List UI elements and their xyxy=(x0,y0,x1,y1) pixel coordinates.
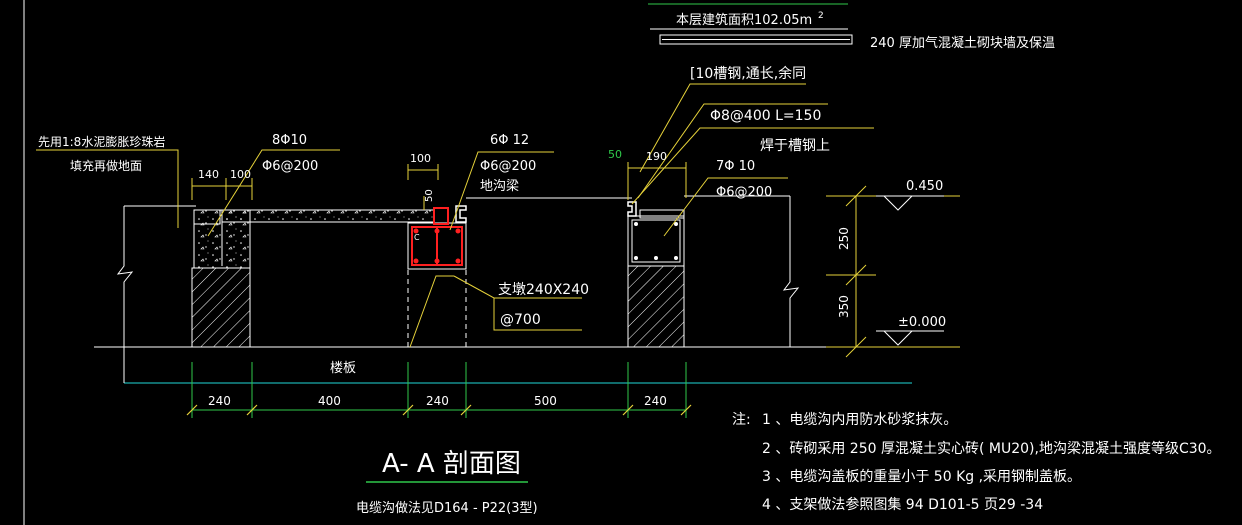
leader-right-rebar xyxy=(663,177,788,237)
note-item: 1 、电缆沟内用防水砂浆抹灰。 xyxy=(762,412,957,428)
left-wall-brick xyxy=(191,267,251,348)
wall-insulation-symbol xyxy=(659,34,853,45)
middle-beam-cap xyxy=(433,207,449,225)
support-spacing-label: @700 xyxy=(500,312,541,328)
dim-100-left: 100 xyxy=(230,168,251,181)
level-marker-zero: ±0.000 xyxy=(876,315,946,346)
right-beam-stirrup xyxy=(631,219,681,263)
note-item: 3 、电缆沟盖板的重量小于 50 Kg ,采用钢制盖板。 xyxy=(762,469,1081,485)
note-item: 2 、砖砌采用 250 厚混凝土实心砖( MU20),地沟梁混凝土强度等级C30… xyxy=(762,440,1221,457)
leader-left-rebar xyxy=(207,149,340,237)
channel-steel-right xyxy=(627,201,637,217)
rebar-left-main: 8Φ10 xyxy=(272,133,307,148)
cover-slab-left xyxy=(221,209,435,223)
beam-name: 地沟梁 xyxy=(480,179,519,194)
support-pier-label: 支墩240X240 xyxy=(498,282,589,298)
bottom-dim-2: 400 xyxy=(318,394,341,408)
general-notes: 注: 1 、电缆沟内用防水砂浆抹灰。 2 、砖砌采用 250 厚混凝土实心砖( … xyxy=(732,412,1221,513)
dim-50-small: 50 xyxy=(424,189,435,202)
note-item: 4 、支架做法参照图集 94 D101-5 页29 -34 xyxy=(762,496,1043,513)
bottom-dimension-ticks xyxy=(186,404,692,416)
leader-mid-rebar xyxy=(449,151,554,231)
channel-steel-left xyxy=(455,205,467,223)
right-beam-outline xyxy=(627,215,685,267)
leader-pier-diag xyxy=(409,275,454,348)
rebar-right-main: 7Φ 10 xyxy=(716,159,755,174)
rebar-dot xyxy=(455,228,461,234)
section-reference: 电缆沟做法见D164 - P22(3型) xyxy=(356,500,538,516)
anchor-bar-label: Φ8@400 L=150 xyxy=(710,108,821,124)
right-beam-cap xyxy=(639,209,685,219)
rebar-dot xyxy=(434,228,440,234)
level-triangle-icon xyxy=(883,330,913,346)
right-wall-brick xyxy=(627,265,685,348)
rebar-mid-stirrup: Φ6@200 xyxy=(480,159,536,174)
rebar-dot xyxy=(634,256,638,260)
v-dim-350: 350 xyxy=(837,295,851,318)
insulation-note: 240 厚加气混凝土砌块墙及保温 xyxy=(870,35,1055,51)
leader-anchor xyxy=(637,103,828,199)
rebar-dot xyxy=(413,228,419,234)
floor-slab: 楼板 xyxy=(94,346,916,384)
area-superscript: 2 xyxy=(818,11,824,21)
vertical-dimensions xyxy=(826,185,876,358)
floor-slab-label: 楼板 xyxy=(330,361,356,376)
v-dim-250: 250 xyxy=(837,227,851,250)
channel-steel-label: [10槽钢,通长,余同 xyxy=(690,65,806,82)
dim-140: 140 xyxy=(198,168,219,181)
rebar-dot xyxy=(654,256,658,260)
level-top-value: 0.450 xyxy=(906,179,943,194)
top-dimensions xyxy=(191,162,687,210)
right-break-line xyxy=(782,196,800,347)
rebar-dot xyxy=(455,258,461,264)
dim-100-mid: 100 xyxy=(410,152,431,165)
level-marker-top: 0.450 xyxy=(876,179,944,211)
weld-note: 焊于槽钢上 xyxy=(760,138,830,154)
leader-support-pier-2 xyxy=(493,298,582,331)
rebar-right-stirrup: Φ6@200 xyxy=(716,185,772,200)
rebar-left-stirrup: Φ6@200 xyxy=(262,159,318,174)
rebar-hook-c: C xyxy=(414,233,420,242)
rebar-dot xyxy=(434,258,440,264)
right-wall xyxy=(627,209,685,348)
area-label: 本层建筑面积102.05m xyxy=(676,12,812,28)
bottom-dim-5: 240 xyxy=(644,394,667,408)
bottom-dim-3: 240 xyxy=(426,394,449,408)
rebar-mid-main: 6Φ 12 xyxy=(490,133,529,148)
header-area: 本层建筑面积102.05m 2 240 厚加气混凝土砌块墙及保温 xyxy=(648,3,1055,51)
bottom-dimension-chain xyxy=(191,362,687,418)
fill-note-line1: 先用1:8水泥膨胀珍珠岩 xyxy=(38,134,165,149)
section-title: A- A 剖面图 xyxy=(382,449,521,479)
leader-channel xyxy=(639,83,806,173)
fill-note-line2: 填充再做地面 xyxy=(70,158,142,173)
rebar-dot xyxy=(413,258,419,264)
leader-fill-note xyxy=(36,149,179,228)
rebar-dot xyxy=(634,222,638,226)
dim-190: 190 xyxy=(646,150,667,163)
level-triangle-icon xyxy=(883,195,913,211)
notes-prefix: 注: xyxy=(732,412,751,428)
rebar-dot xyxy=(674,222,678,226)
left-wall xyxy=(191,209,251,348)
bottom-dim-1: 240 xyxy=(208,394,231,408)
dim-50-green: 50 xyxy=(608,148,622,161)
rebar-dot xyxy=(674,256,678,260)
leader-lines xyxy=(36,83,960,348)
leader-weld xyxy=(631,127,874,205)
left-break-line xyxy=(116,206,134,347)
level-zero-value: ±0.000 xyxy=(898,315,946,330)
bottom-dim-4: 500 xyxy=(534,394,557,408)
